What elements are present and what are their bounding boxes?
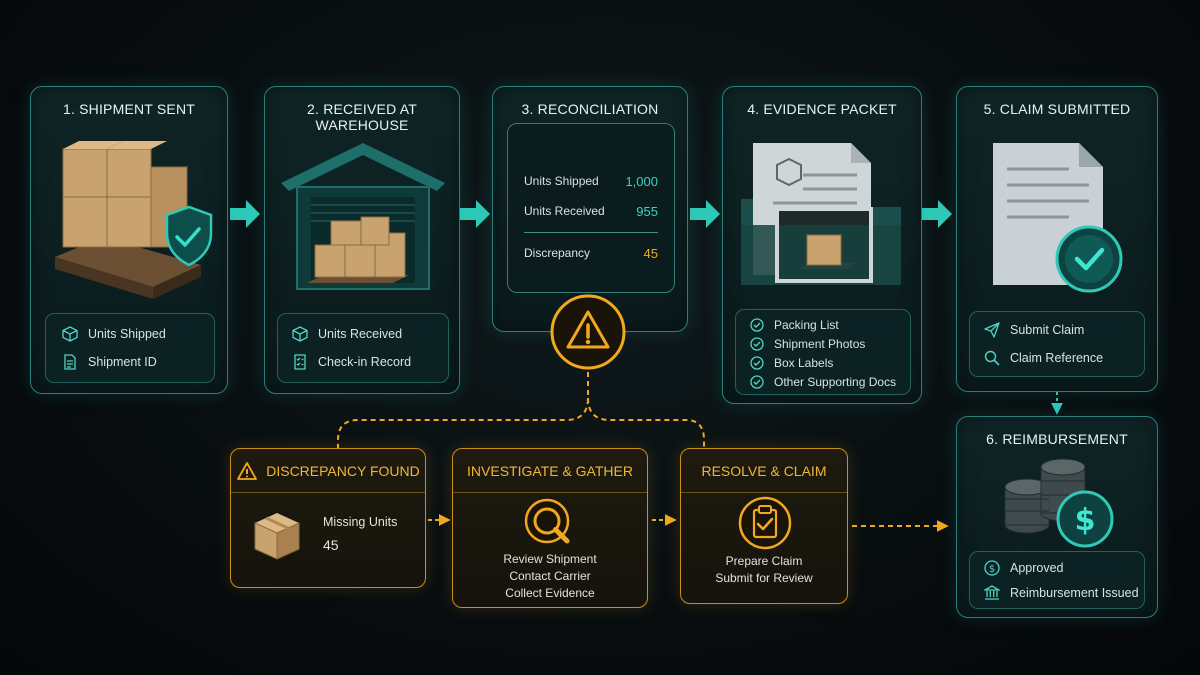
detail-approved: $ Approved: [984, 560, 1064, 576]
stage-title: 5. CLAIM SUBMITTED: [983, 101, 1131, 117]
warehouse-illustration: [281, 143, 445, 290]
check-circle-icon: [750, 337, 764, 351]
box-icon: [62, 326, 78, 342]
missing-units-value: 45: [323, 537, 339, 553]
stage-2-details: Units Received Check-in Record: [277, 313, 449, 383]
subflow-title: DISCREPANCY FOUND: [266, 462, 420, 479]
evidence-item-other-docs: Other Supporting Docs: [750, 375, 896, 389]
check-circle-icon: [750, 356, 764, 370]
recon-units-shipped: Units Shipped 1,000: [524, 174, 658, 189]
checklist-icon: [294, 354, 306, 370]
detail-label: Units Received: [318, 327, 403, 341]
alert-warning-icon: [550, 294, 626, 370]
stage-title: 3. RECONCILIATION: [521, 101, 659, 117]
bank-icon: [984, 585, 1000, 600]
stage-title: 1. SHIPMENT SENT: [62, 101, 196, 117]
stage-1-details: Units Shipped Shipment ID: [45, 313, 215, 383]
investigate-line-2: Contact Carrier: [509, 569, 591, 583]
stage-5-claim-submitted: 5. CLAIM SUBMITTED Submit Claim Claim Re…: [956, 86, 1158, 392]
stage-arrow-4-5: [922, 200, 952, 228]
stage-6-reimbursement: 6. REIMBURSEMENT $ $ Approved Reimbursem…: [956, 416, 1158, 618]
subflow-resolve-claim: RESOLVE & CLAIM Prepare Claim Submit for…: [680, 448, 848, 604]
evidence-label: Other Supporting Docs: [774, 375, 897, 389]
pallet-boxes-shield-illustration: [55, 141, 213, 299]
evidence-item-packing-list: Packing List: [750, 318, 839, 332]
check-circle-icon: [750, 318, 764, 332]
detail-label: Units Shipped: [88, 327, 166, 341]
recon-units-received: Units Received 955: [524, 204, 658, 219]
detail-units-received: Units Received: [292, 326, 402, 342]
evidence-label: Packing List: [774, 318, 839, 332]
detail-label: Shipment ID: [88, 355, 157, 369]
investigate-line-3: Collect Evidence: [505, 586, 595, 600]
dollar-circle-icon: $: [984, 560, 1000, 576]
reconciliation-panel: Units Shipped 1,000 Units Received 955 D…: [507, 123, 675, 293]
subflow-title-bar: DISCREPANCY FOUND: [231, 449, 425, 493]
detail-label: Check-in Record: [318, 355, 412, 369]
investigate-line-1: Review Shipment: [503, 552, 597, 566]
coins-dollar-illustration: $: [1004, 458, 1114, 548]
detail-shipment-id: Shipment ID: [62, 354, 157, 370]
stage-title: 4. EVIDENCE PACKET: [747, 101, 897, 117]
svg-text:$: $: [989, 564, 995, 575]
box-icon: [292, 326, 308, 342]
missing-units-label: Missing Units: [323, 515, 398, 529]
detail-label: Claim Reference: [1010, 351, 1104, 365]
detail-reimbursement-issued: Reimbursement Issued: [984, 585, 1139, 601]
stage-title: 6. REIMBURSEMENT: [986, 431, 1128, 447]
stage-title: 2. RECEIVED AT WAREHOUSE: [307, 101, 417, 133]
alert-branch-line: [337, 372, 705, 448]
detail-claim-reference: Claim Reference: [984, 350, 1103, 366]
recon-value: 1,000: [625, 174, 658, 189]
document-icon: [64, 354, 76, 370]
send-icon: [984, 322, 1000, 338]
recon-value: 45: [643, 246, 658, 261]
stage-4-details: Packing List Shipment Photos Box Labels …: [735, 309, 911, 395]
claim-document-check-illustration: [993, 143, 1123, 293]
recon-label: Units Shipped: [524, 174, 599, 188]
subflow-discrepancy-found: DISCREPANCY FOUND Missing Units 45: [230, 448, 426, 588]
stage-arrow-2-3: [460, 200, 490, 228]
search-icon: [984, 350, 1000, 366]
recon-discrepancy: Discrepancy 45: [524, 246, 658, 261]
stage-2-received-at-warehouse: 2. RECEIVED AT WAREHOUSE Units Received: [264, 86, 460, 394]
svg-text:$: $: [1075, 503, 1096, 538]
evidence-item-box-labels: Box Labels: [750, 356, 833, 370]
evidence-folder-illustration: [741, 143, 901, 285]
detail-label: Approved: [1010, 561, 1064, 575]
evidence-label: Box Labels: [774, 356, 834, 370]
box-illustration: [254, 513, 300, 560]
subflow-investigate-gather: INVESTIGATE & GATHER Review Shipment Con…: [452, 448, 648, 608]
stage-1-shipment-sent: 1. SHIPMENT SENT Units Shipped: [30, 86, 228, 394]
clipboard-check-icon: [738, 496, 792, 550]
evidence-item-shipment-photos: Shipment Photos: [750, 337, 865, 351]
stage-5-details: Submit Claim Claim Reference: [969, 311, 1145, 377]
subflow-title-bar: RESOLVE & CLAIM: [681, 449, 847, 493]
subflow-title: INVESTIGATE & GATHER: [467, 462, 633, 479]
recon-label: Units Received: [524, 204, 605, 218]
recon-divider: [524, 232, 658, 233]
detail-label: Submit Claim: [1010, 323, 1085, 337]
subflow-title: RESOLVE & CLAIM: [701, 462, 827, 479]
evidence-label: Shipment Photos: [774, 337, 866, 351]
detail-check-in-record: Check-in Record: [292, 354, 411, 370]
subflow-title-bar: INVESTIGATE & GATHER: [453, 449, 647, 493]
recon-label: Discrepancy: [524, 246, 591, 260]
resolve-line-1: Prepare Claim: [725, 554, 803, 568]
detail-units-shipped: Units Shipped: [62, 326, 166, 342]
stage-arrow-3-4: [690, 200, 720, 228]
detail-submit-claim: Submit Claim: [984, 322, 1084, 338]
magnifier-icon: [524, 498, 570, 544]
warning-triangle-icon: [237, 461, 258, 480]
stage-arrow-1-2: [230, 200, 260, 228]
resolve-line-2: Submit for Review: [715, 571, 813, 585]
stage-4-evidence-packet: 4. EVIDENCE PACKET Packing List Shipment…: [722, 86, 922, 404]
stage-6-details: $ Approved Reimbursement Issued: [969, 551, 1145, 609]
recon-value: 955: [636, 204, 658, 219]
stage-3-reconciliation: 3. RECONCILIATION Units Shipped 1,000 Un…: [492, 86, 688, 332]
detail-label: Reimbursement Issued: [1010, 586, 1139, 600]
check-circle-icon: [750, 375, 764, 389]
